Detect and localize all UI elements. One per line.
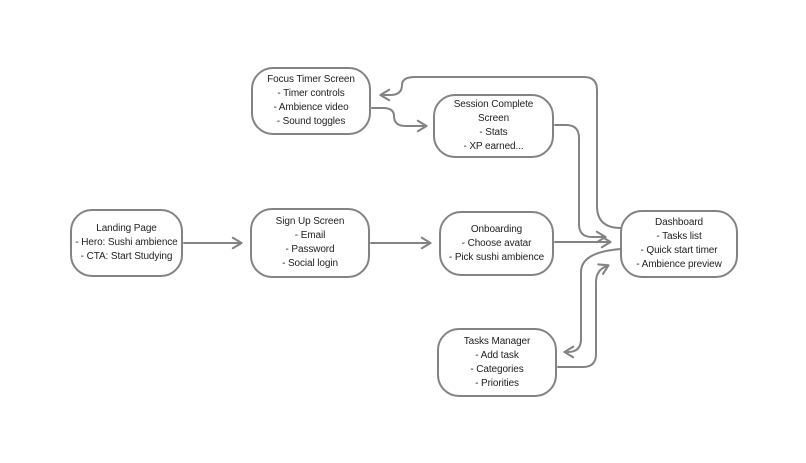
node-item: - XP earned... (463, 141, 524, 152)
node-item: - Priorities (475, 377, 519, 389)
node-item: - Pick sushi ambience (448, 251, 545, 263)
node-title: Onboarding (470, 223, 523, 235)
edge-focus-timer-to-session-complete (371, 107, 428, 133)
node-onboarding[interactable]: Onboarding - Choose avatar - Pick sushi … (439, 211, 554, 276)
node-item: - Sound toggles (276, 116, 346, 127)
node-item: - Hero: Sushi ambience (75, 237, 178, 248)
node-item: - Timer controls (277, 88, 345, 99)
node-title: Landing Page (96, 223, 157, 234)
edge-tasks-to-dashboard (557, 263, 610, 368)
node-title: Tasks Manager (463, 335, 531, 347)
node-item: - Ambience preview (636, 259, 722, 270)
node-title: Sign Up Screen (275, 216, 345, 227)
node-item: - Categories (470, 363, 524, 375)
node-session-complete-screen[interactable]: Session Complete Screen - Stats - XP ear… (433, 94, 554, 158)
node-landing-page[interactable]: Landing Page - Hero: Sushi ambience - CT… (70, 209, 183, 277)
node-title: Session Complete Screen (453, 99, 534, 124)
node-item: - Email (294, 230, 326, 241)
edge-session-complete-to-dashboard (554, 124, 607, 244)
node-title: Focus Timer Screen (267, 74, 355, 85)
node-item: - CTA: Start Studying (80, 251, 173, 262)
node-item: - Choose avatar (461, 237, 532, 249)
node-sign-up-screen[interactable]: Sign Up Screen - Email - Password - Soci… (250, 208, 370, 278)
node-item: - Password (285, 244, 335, 255)
node-tasks-manager[interactable]: Tasks Manager - Add task - Categories - … (437, 328, 557, 397)
node-item: - Add task (475, 349, 519, 361)
node-item: - Quick start timer (640, 245, 718, 256)
edge-dashboard-to-focus-timer (379, 76, 622, 229)
node-dashboard[interactable]: Dashboard - Tasks list - Quick start tim… (620, 210, 738, 278)
node-focus-timer-screen[interactable]: Focus Timer Screen - Timer controls - Am… (251, 67, 371, 135)
node-item: - Stats (479, 127, 508, 138)
node-item: - Ambience video (273, 102, 349, 113)
node-item: - Tasks list (656, 231, 702, 242)
node-item: - Social login (282, 258, 338, 269)
edge-dashboard-to-tasks (563, 248, 622, 359)
node-title: Dashboard (654, 217, 704, 228)
